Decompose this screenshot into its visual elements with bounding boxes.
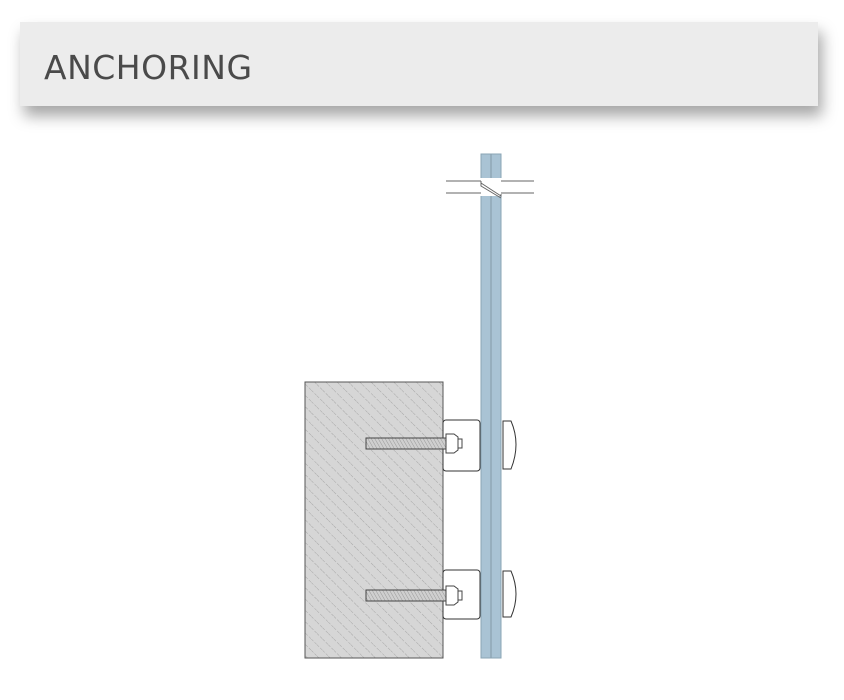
page-title: ANCHORING — [44, 48, 253, 87]
anchor-lower — [365, 569, 517, 620]
header-banner: ANCHORING — [20, 22, 818, 106]
threaded-bolt — [365, 437, 447, 450]
glass-panel — [480, 153, 502, 659]
break-symbol — [446, 178, 534, 199]
anchor-upper — [365, 419, 517, 472]
cover-cap — [502, 420, 517, 470]
bolt-nut — [445, 585, 459, 606]
bolt-nut — [445, 433, 459, 454]
threaded-bolt — [365, 589, 447, 602]
concrete-wall — [304, 381, 444, 659]
cover-cap — [502, 570, 517, 618]
